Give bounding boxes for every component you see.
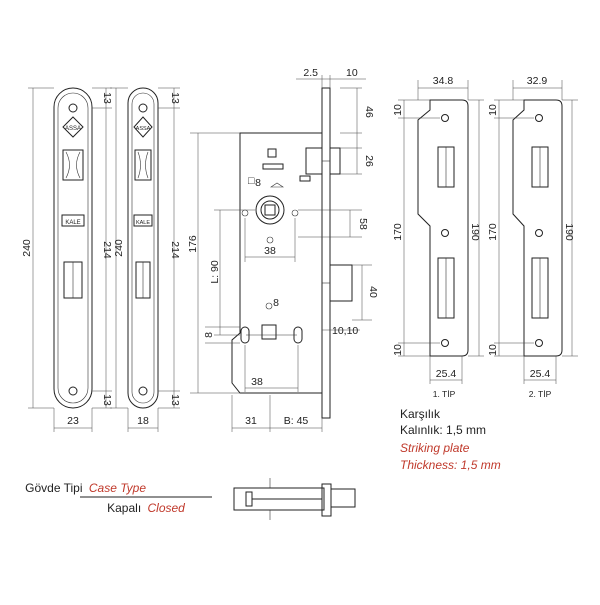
case-side-view — [233, 478, 356, 520]
key-cylinder — [240, 302, 303, 344]
lock-body-dimensions: 2.5 10 46 26 58 40 10,10 8 □ 38 — [187, 67, 379, 432]
striking-plate-info: Karşılık Kalınlık: 1,5 mm Striking plate… — [400, 407, 501, 472]
dim-striker1-h190: 190 — [469, 223, 481, 241]
svg-text:KALE: KALE — [65, 220, 80, 226]
dim-plate2-top: 13 — [169, 92, 181, 104]
striking-plate-thickness-en: Thickness: 1,5 mm — [400, 458, 501, 472]
brand-mark-icon: KALE — [61, 214, 85, 227]
front-plate-2: ASSA KALE — [127, 87, 159, 409]
dim-striker2-width: 32.9 — [527, 75, 548, 87]
dim-plate2-height-total: 240 — [113, 239, 125, 257]
striking-plate-thickness-tr: Kalınlık: 1,5 mm — [400, 423, 486, 437]
dim-body-w38b: 38 — [251, 376, 263, 388]
dim-striker1-width: 34.8 — [433, 75, 454, 87]
dim-striker1-inner-width: 25.4 — [436, 368, 457, 380]
case-type-info: Gövde Tipi Case Type Kapalı Closed — [25, 481, 212, 515]
striking-plate-title-tr: Karşılık — [400, 407, 441, 421]
striking-plate-type-2 — [512, 99, 563, 357]
dim-body-h46: 46 — [363, 106, 375, 118]
dim-plate2-bottom: 13 — [169, 394, 181, 406]
striking-plate-title-en: Striking plate — [400, 441, 470, 455]
dim-body-w38a: 38 — [264, 245, 276, 257]
dim-body-b45: B: 45 — [284, 415, 309, 427]
dim-body-d8b: 8 — [273, 297, 279, 309]
dim-striker1-top: 10 — [392, 104, 404, 116]
dim-striker2-inner-width: 25.4 — [530, 368, 551, 380]
dim-striker1-h170: 170 — [392, 223, 404, 241]
dim-striker2-top: 10 — [487, 104, 499, 116]
dim-body-top-a: 2.5 — [303, 67, 318, 79]
dim-body-h40: 40 — [367, 286, 379, 298]
lock-body — [231, 87, 353, 419]
striking-plate-type-2-dimensions: 32.9 10 170 10 190 25.4 2. TİP — [487, 75, 578, 399]
dim-body-w31: 31 — [245, 415, 257, 427]
front-plate-1-dimensions: 240 13 214 13 23 — [21, 87, 113, 432]
dim-plate1-top: 13 — [101, 92, 113, 104]
logo-emblem-icon: ASSA — [62, 116, 84, 138]
case-type-value-tr: Kapalı — [107, 501, 141, 515]
dim-plate2-width: 18 — [137, 415, 149, 427]
dim-body-l90: L: 90 — [209, 260, 221, 284]
svg-text:Gövde Tipi Case Type: Gövde Tipi Case Type — [25, 481, 146, 495]
dim-striker2-h190: 190 — [563, 223, 575, 241]
dim-striker2-h170: 170 — [487, 223, 499, 241]
spindle-hub — [241, 182, 299, 244]
dim-plate1-height-inner: 214 — [101, 241, 113, 259]
logo-emblem-icon: ASSA — [133, 116, 153, 138]
case-type-label-tr: Gövde Tipi — [25, 481, 82, 495]
case-type-label-en: Case Type — [89, 481, 146, 495]
dim-plate1-width: 23 — [67, 415, 79, 427]
dim-striker1-bottom: 10 — [392, 344, 404, 356]
striker2-type-label: 2. TİP — [529, 389, 552, 399]
front-plate-1: ASSA KALE — [53, 87, 93, 409]
case-type-value-en: Closed — [148, 501, 186, 515]
svg-text:ASSA: ASSA — [136, 126, 151, 132]
square-symbol: □ — [248, 175, 255, 187]
front-plate-2-dimensions: 240 13 214 13 18 — [110, 87, 181, 432]
dim-body-d8a: 8 — [255, 177, 261, 189]
dim-plate1-bottom: 13 — [101, 394, 113, 406]
dim-body-d8c: 8 — [203, 332, 215, 338]
dim-body-top-b: 10 — [346, 67, 358, 79]
dim-body-h58: 58 — [357, 218, 369, 230]
svg-text:Kapalı Closed: Kapalı Closed — [107, 501, 185, 515]
brand-mark-icon: KALE — [133, 214, 153, 227]
striking-plate-type-1-dimensions: 34.8 10 170 10 190 25.4 1. TİP — [392, 75, 484, 399]
dim-body-h1010: 10,10 — [332, 325, 358, 337]
dim-plate1-height-total: 240 — [21, 239, 33, 257]
striking-plate-type-1 — [417, 99, 469, 357]
dim-body-h176: 176 — [187, 235, 199, 253]
dim-plate2-height-inner: 214 — [169, 241, 181, 259]
striker1-type-label: 1. TİP — [433, 389, 456, 399]
dim-striker2-bottom: 10 — [487, 344, 499, 356]
svg-text:ASSA: ASSA — [65, 126, 81, 132]
dim-body-h26: 26 — [363, 155, 375, 167]
svg-text:KALE: KALE — [136, 220, 150, 226]
